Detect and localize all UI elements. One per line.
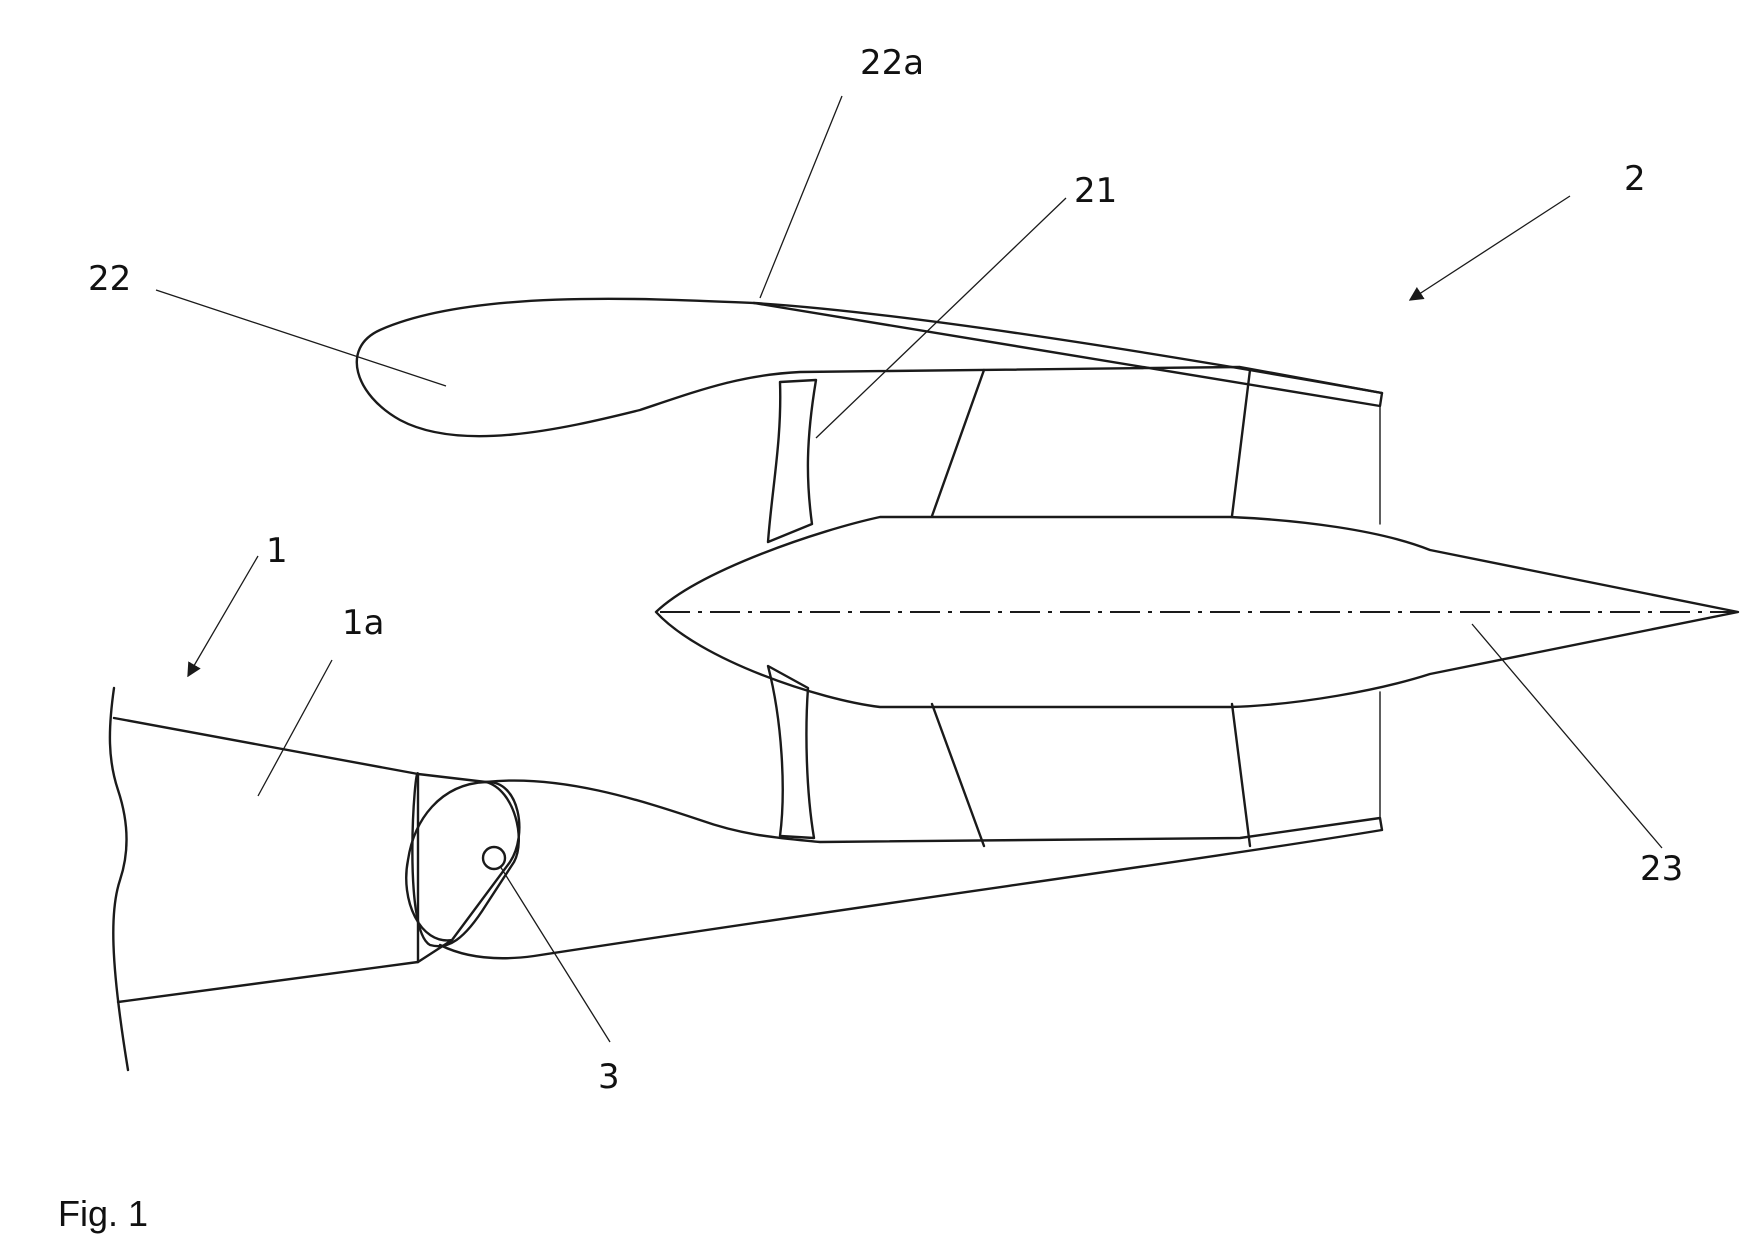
pivot-joint: [406, 773, 519, 962]
nacelle-upper-cowl: [357, 299, 1382, 436]
pivot-pin-icon: [483, 847, 505, 869]
label-1: 1: [266, 531, 288, 571]
figure-caption: Fig. 1: [58, 1193, 148, 1234]
guide-vanes: [932, 370, 1380, 846]
label-2: 2: [1624, 159, 1646, 199]
label-23: 23: [1640, 849, 1683, 889]
aircraft-structure: [110, 688, 418, 1070]
fan-blades: [768, 380, 816, 838]
label-22: 22: [88, 259, 131, 299]
label-1a: 1a: [342, 603, 384, 643]
label-3: 3: [598, 1057, 620, 1097]
label-21: 21: [1074, 171, 1117, 211]
label-22a: 22a: [860, 43, 924, 83]
nacelle-lower-cowl: [440, 781, 1382, 959]
